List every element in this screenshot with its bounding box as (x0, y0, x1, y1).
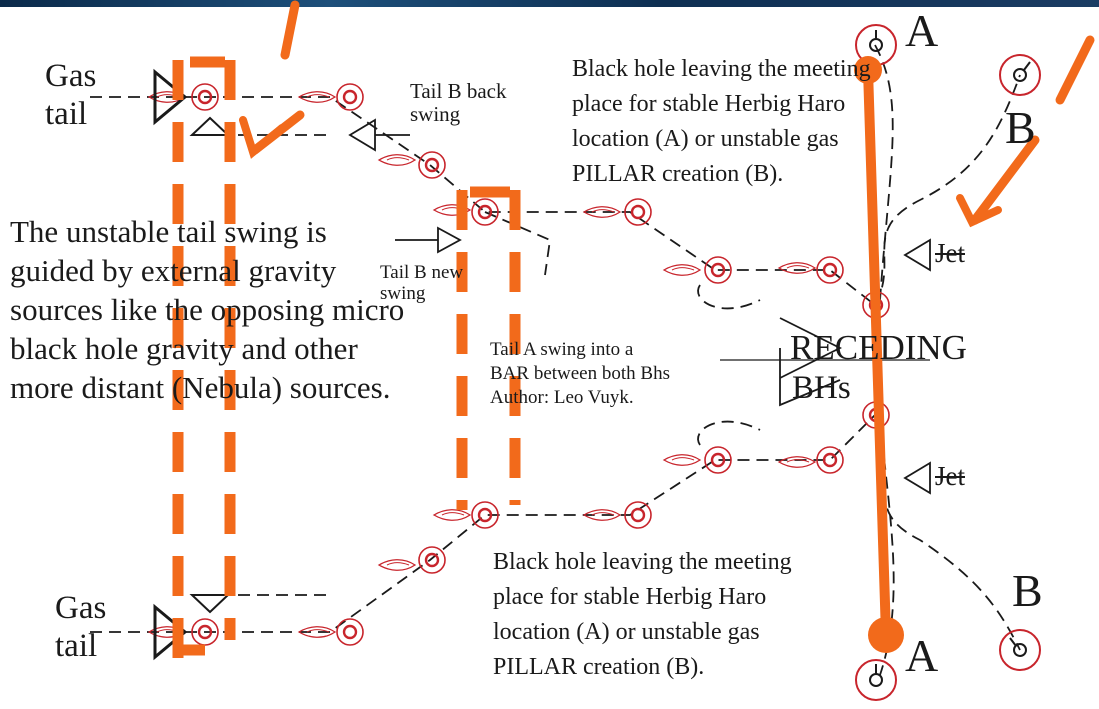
jet-label-top: Jet (935, 238, 965, 268)
tail-a-swing-text: Tail A swing into a BAR between both Bhs… (490, 339, 670, 408)
gas-tail-label-top: Gas tail (45, 58, 97, 132)
tail-b-back-swing-label: Tail B back swing (410, 79, 507, 126)
bhs-label: BHs (792, 370, 851, 406)
bh-leaving-bottom-text: Black hole leaving the meeting place for… (493, 549, 792, 680)
bh-leaving-top-text: Black hole leaving the meeting place for… (572, 56, 871, 187)
unstable-tail-swing-paragraph: The unstable tail swing is guided by ext… (10, 214, 405, 405)
label-b-bottom: B (1012, 565, 1043, 616)
dashed-paths (90, 44, 1021, 676)
top-border-bar (0, 0, 1099, 7)
jet-label-bottom: Jet (935, 461, 965, 491)
gas-tail-label-bottom: Gas tail (55, 590, 107, 664)
orange-annotations (239, 0, 1095, 640)
orange-dashed-boxes (172, 56, 521, 660)
label-a-top: A (905, 5, 939, 56)
receding-label: RECEDING (790, 328, 967, 367)
endpoint-markers (855, 24, 1041, 701)
label-b-top: B (1005, 102, 1036, 153)
label-a-bottom: A (905, 630, 939, 681)
tail-b-new-swing-label: Tail B new swing (380, 262, 464, 304)
